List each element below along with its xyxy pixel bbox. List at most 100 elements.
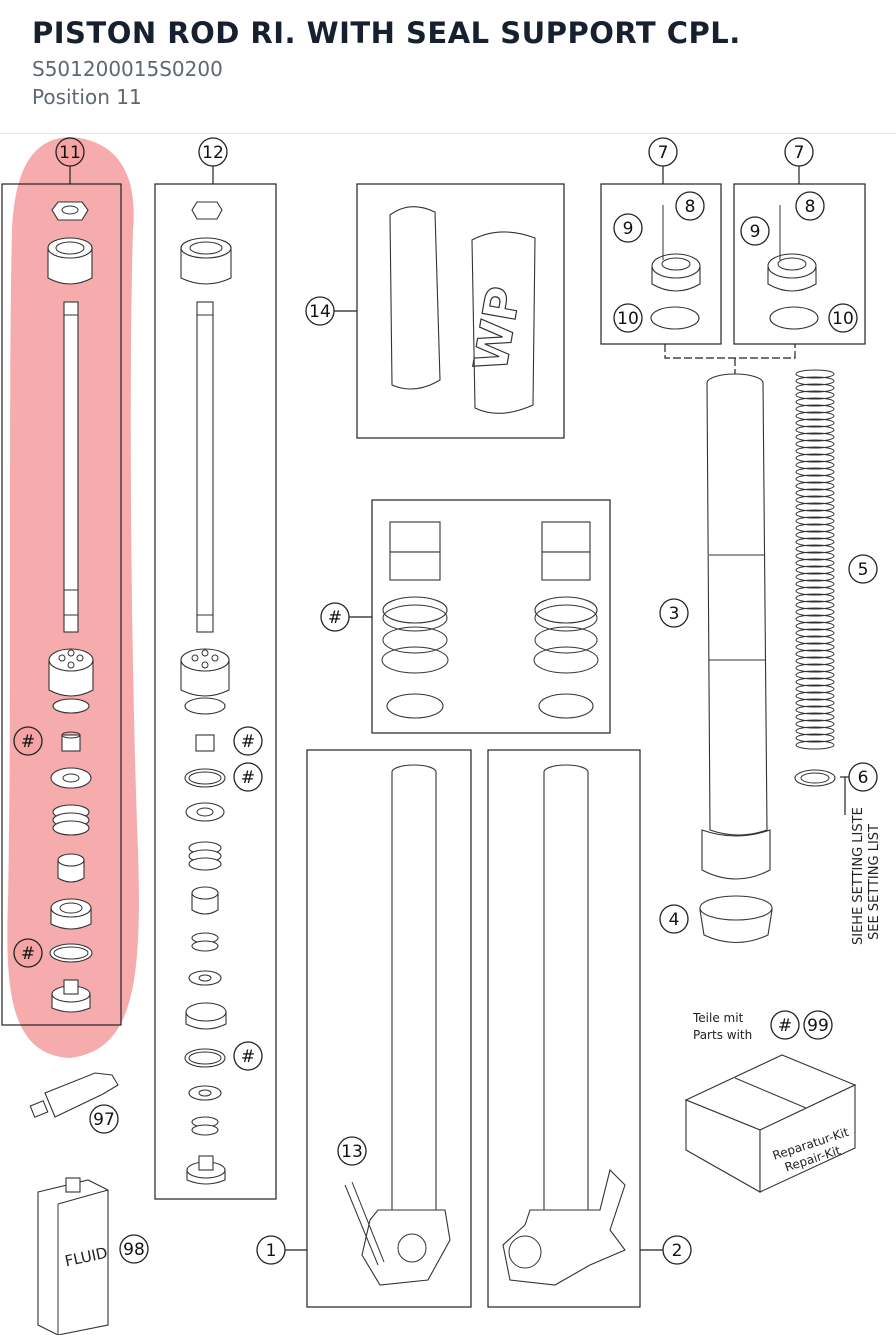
callout-label: 5 bbox=[858, 560, 869, 580]
group-11 bbox=[1, 166, 122, 1026]
grease-tube-97 bbox=[29, 1072, 119, 1118]
spring-coil bbox=[795, 677, 835, 687]
callout-label: # bbox=[328, 608, 342, 628]
callout-2[interactable]: 2 bbox=[662, 1235, 692, 1265]
callout-label: 99 bbox=[807, 1016, 829, 1036]
spring-coil bbox=[795, 369, 835, 379]
callout-label: 1 bbox=[266, 1241, 277, 1261]
spring-coil bbox=[795, 698, 835, 708]
callout--hash-l1[interactable]: # bbox=[13, 726, 43, 756]
group-12 bbox=[154, 166, 277, 1200]
callout-7b[interactable]: 7 bbox=[784, 137, 814, 167]
spring-coil bbox=[795, 523, 835, 533]
callout-label: 11 bbox=[59, 143, 81, 163]
callout-label: 7 bbox=[794, 143, 805, 163]
callout-label: 2 bbox=[672, 1241, 683, 1261]
callout--hash-kit[interactable]: # bbox=[770, 1010, 800, 1040]
spring-coil bbox=[795, 733, 835, 743]
fluid-can-98: FLUID bbox=[37, 1177, 109, 1335]
spring-coil bbox=[795, 642, 835, 652]
spring-coil bbox=[795, 663, 835, 673]
callout-12[interactable]: 12 bbox=[198, 137, 228, 167]
spring-coil bbox=[795, 544, 835, 554]
callout-label: # bbox=[241, 1047, 255, 1067]
callout-3[interactable]: 3 bbox=[659, 598, 689, 628]
spring-coil bbox=[795, 565, 835, 575]
callout-13[interactable]: 13 bbox=[337, 1136, 367, 1166]
group-7-left bbox=[600, 166, 722, 345]
callout--hash-r2[interactable]: # bbox=[233, 762, 263, 792]
callout-label: 13 bbox=[341, 1142, 363, 1162]
spring-coil bbox=[795, 509, 835, 519]
spring-coil bbox=[795, 593, 835, 603]
seal-kit-group bbox=[348, 499, 611, 734]
callout-4[interactable]: 4 bbox=[659, 904, 689, 934]
callout-label: 8 bbox=[805, 197, 816, 217]
spring-coil bbox=[795, 481, 835, 491]
spring-coil bbox=[795, 705, 835, 715]
spring-coil bbox=[795, 614, 835, 624]
spring-coil bbox=[795, 726, 835, 736]
callout-8b[interactable]: 8 bbox=[795, 191, 825, 221]
callout-6[interactable]: 6 bbox=[848, 762, 878, 792]
callout-label: 98 bbox=[123, 1240, 145, 1260]
part-number: S501200015S0200 bbox=[32, 57, 223, 81]
callout-label: 10 bbox=[832, 309, 854, 329]
spring-coil bbox=[795, 740, 835, 750]
spring-coil bbox=[795, 656, 835, 666]
callout-9b[interactable]: 9 bbox=[740, 216, 770, 246]
callout-1[interactable]: 1 bbox=[256, 1235, 286, 1265]
setting-list-de: SIEHE SETTING LISTE bbox=[851, 807, 866, 945]
spring-coil bbox=[795, 502, 835, 512]
callout-9a[interactable]: 9 bbox=[613, 213, 643, 243]
spring-coil bbox=[795, 411, 835, 421]
callout-label: 97 bbox=[93, 1110, 115, 1130]
spring-5 bbox=[795, 369, 835, 750]
callout--hash-r3[interactable]: # bbox=[233, 1041, 263, 1071]
callout-label: 10 bbox=[617, 309, 639, 329]
spring-coil bbox=[795, 453, 835, 463]
callout-8a[interactable]: 8 bbox=[675, 191, 705, 221]
spring-coil bbox=[795, 572, 835, 582]
callout-label: 14 bbox=[309, 302, 331, 322]
callout-label: 8 bbox=[685, 197, 696, 217]
page-header: PISTON ROD RI. WITH SEAL SUPPORT CPL. S5… bbox=[0, 0, 896, 134]
callout-label: 9 bbox=[750, 222, 761, 242]
callout-10b[interactable]: 10 bbox=[828, 303, 858, 333]
callout-97[interactable]: 97 bbox=[89, 1104, 119, 1134]
callout-label: # bbox=[21, 732, 35, 752]
fork-leg-1 bbox=[283, 749, 472, 1308]
callout-label: # bbox=[241, 768, 255, 788]
callout-98[interactable]: 98 bbox=[119, 1234, 149, 1264]
spring-coil bbox=[795, 628, 835, 638]
spring-coil bbox=[795, 712, 835, 722]
spring-coil bbox=[795, 404, 835, 414]
callout--hash-r1[interactable]: # bbox=[233, 726, 263, 756]
spring-coil bbox=[795, 635, 835, 645]
spring-coil bbox=[795, 649, 835, 659]
callout-5[interactable]: 5 bbox=[848, 554, 878, 584]
callout-14[interactable]: 14 bbox=[305, 296, 335, 326]
spring-coil bbox=[795, 390, 835, 400]
callout-label: 6 bbox=[858, 768, 869, 788]
spring-coil bbox=[795, 474, 835, 484]
group-7-right bbox=[733, 166, 866, 345]
spring-coil bbox=[795, 684, 835, 694]
parts-with-de: Teile mit bbox=[692, 1011, 744, 1025]
callout-99[interactable]: 99 bbox=[803, 1010, 833, 1040]
setting-list-en: SEE SETTING LIST bbox=[867, 824, 882, 940]
callout--hash-center[interactable]: # bbox=[320, 602, 350, 632]
spring-coil bbox=[795, 607, 835, 617]
callout--hash-l2[interactable]: # bbox=[13, 938, 43, 968]
callout-7a[interactable]: 7 bbox=[648, 137, 678, 167]
fork-leg-2 bbox=[487, 749, 664, 1308]
spring-coil bbox=[795, 621, 835, 631]
spring-coil bbox=[795, 460, 835, 470]
spring-coil bbox=[795, 397, 835, 407]
spring-coil bbox=[795, 383, 835, 393]
callout-label: # bbox=[778, 1016, 792, 1036]
callout-11[interactable]: 11 bbox=[55, 137, 85, 167]
callout-10a[interactable]: 10 bbox=[613, 303, 643, 333]
outer-tube-3 bbox=[701, 373, 771, 880]
spring-coil bbox=[795, 439, 835, 449]
